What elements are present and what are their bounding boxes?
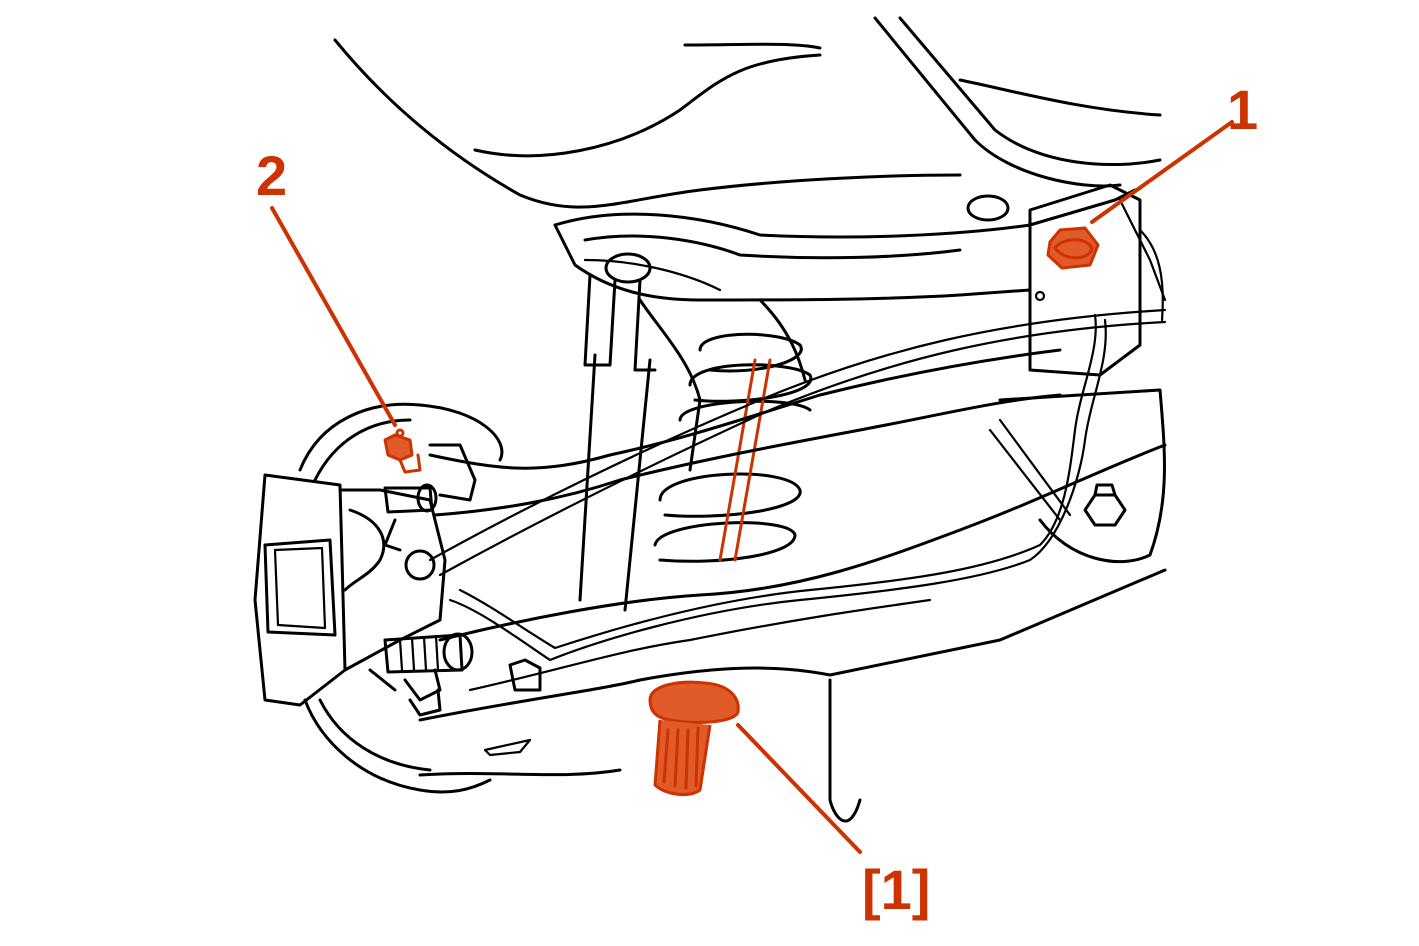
brake-caliper	[253, 443, 542, 717]
rear-subframe	[553, 188, 1137, 472]
trailing-arm	[418, 388, 1167, 823]
callout-label-2: 2	[256, 144, 288, 207]
bleeder-fitting-2	[383, 428, 422, 474]
brake-disc	[298, 402, 504, 794]
leader-line-2	[270, 206, 397, 427]
upper-control-arm	[428, 348, 1062, 517]
shock-absorber	[578, 273, 657, 612]
leader-line-3	[736, 723, 862, 854]
brake-lines	[428, 308, 1167, 662]
leader-line-1	[1090, 120, 1234, 224]
body-panel-lines	[333, 16, 1162, 209]
leader-lines	[270, 120, 1234, 854]
mounting-bolt-1	[1046, 226, 1100, 270]
lower-nut	[1083, 483, 1127, 527]
spring-highlight-lines	[718, 358, 772, 562]
callout-label-1: 1	[1227, 78, 1259, 141]
coil-spring	[653, 332, 813, 563]
special-tool-1	[648, 680, 740, 797]
callout-label-tool: [1]	[862, 858, 931, 921]
trailing-arm-bracket	[1028, 183, 1167, 377]
